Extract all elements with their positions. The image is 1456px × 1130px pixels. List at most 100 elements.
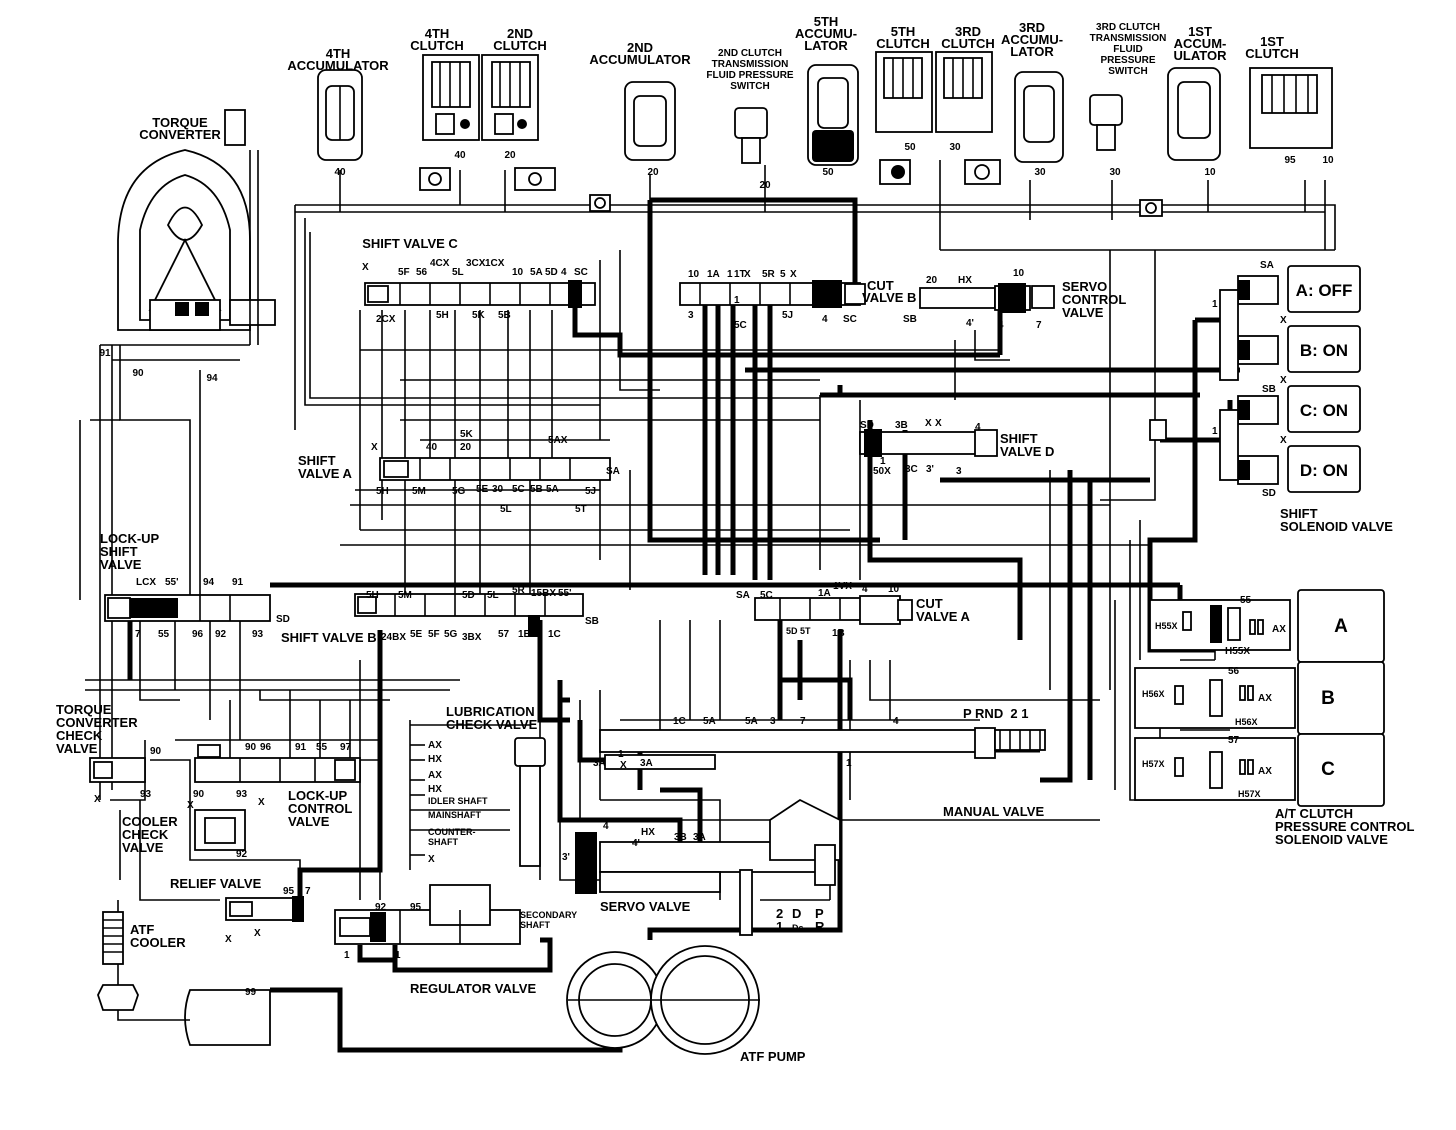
label-lockup-shift-2: SHIFT — [100, 544, 138, 559]
cva-port-1b: 1B — [832, 628, 845, 639]
clutch-2nd: 2ND CLUTCH 20 — [481, 26, 547, 161]
shift-valve-b: SHIFT VALVE B 5H 5M 5D 5L 5R 15BX 55' SB… — [281, 585, 599, 645]
mv-port-5a: 5A — [703, 716, 716, 727]
label-cut-valve-a-2: VALVE A — [916, 609, 971, 624]
port-50-a: 50 — [822, 167, 834, 178]
pcs-a-letter: A — [1334, 616, 1348, 637]
lockup-control-valve: LOCK-UP CONTROL VALVE 90 96 91 55 97 90 … — [187, 742, 361, 829]
sol-port-sb: SB — [1262, 384, 1276, 395]
sva-port-5j: 5J — [585, 486, 596, 497]
ccv-port-92: 92 — [236, 849, 248, 860]
label-2nd-switch-2: TRANSMISSION — [712, 59, 789, 70]
solenoid-b-state: B: ON — [1300, 341, 1348, 360]
sol-port-x2: X — [1280, 375, 1287, 386]
lube-idler: IDLER SHAFT — [428, 796, 488, 806]
sva-port-5t: 5T — [575, 504, 587, 515]
svb-port-55p: 55' — [558, 588, 572, 599]
pcs-b-ax: AX — [1258, 693, 1272, 704]
cvb-port-5r: 5R — [762, 269, 776, 280]
atf-filter: 99 — [97, 984, 271, 1046]
label-lockup-shift-1: LOCK-UP — [100, 531, 160, 546]
svc-port-3cx: 3CX — [466, 258, 486, 269]
svc-port-4: 4 — [561, 267, 567, 278]
cvb-port-10: 10 — [688, 269, 700, 280]
svd-port-x2: X — [935, 418, 942, 429]
gear-positions: P RND 2 1 — [963, 706, 1029, 721]
mv-port-4: 4 — [893, 716, 899, 727]
label-tc-check-1: TORQUE — [56, 702, 112, 717]
label-torque-converter-2: CONVERTER — [139, 127, 221, 142]
sol-port-1b: 1 — [1212, 426, 1218, 437]
svd-port-3b: 3B — [895, 420, 908, 431]
label-tc-check-3: CHECK — [56, 728, 103, 743]
label-2nd-switch-3: FLUID PRESSURE — [706, 70, 794, 81]
rv-port-x2: X — [254, 928, 261, 939]
lsv-port-55p: 55' — [165, 577, 179, 588]
lsv-port-lcx: LCX — [136, 577, 156, 588]
mv-port-3: 3 — [770, 716, 776, 727]
port-10-b: 10 — [1322, 155, 1334, 166]
accumulator-3rd: 3RD ACCUMU- LATOR 30 — [1001, 20, 1064, 178]
port-91-tc: 91 — [99, 348, 111, 359]
solenoid-state-box-b — [1287, 325, 1361, 373]
label-atf-cooler-1: ATF — [130, 922, 154, 937]
svb-port-1c: 1C — [548, 629, 561, 640]
lockup-shift-valve: LOCK-UP SHIFT VALVE LCX 55' 94 91 SD 7 5… — [100, 531, 290, 640]
label-3rd-accumulator-2: ACCUMU- — [1001, 32, 1063, 47]
sv-port-3b: 3B — [674, 832, 687, 843]
cva-port-10: 10 — [888, 584, 900, 595]
cvb-port-sc: SC — [843, 314, 857, 325]
pressure-control-solenoids: A B C 55 H55X AX H55X 56 H56X AX H56X 57… — [1134, 589, 1414, 847]
cut-valve-a: CUT VALVE A SA 5C 1A 1VX 4 10 5D 5T 1B — [736, 581, 971, 639]
svc-port-5a: 5A — [530, 267, 543, 278]
svb-port-5f: 5F — [428, 629, 440, 640]
lsv-port-sd: SD — [276, 614, 290, 625]
lsv-port-93: 93 — [252, 629, 264, 640]
lsv-port-91: 91 — [232, 577, 244, 588]
label-shift-valve-d-1: SHIFT — [1000, 431, 1038, 446]
torque-converter: TORQUE CONVERTER 91 90 94 — [99, 109, 276, 384]
filter-port-99: 99 — [245, 987, 257, 998]
lube-x: X — [428, 854, 435, 865]
label-servo-control-1: SERVO — [1062, 279, 1107, 294]
lever-d: D — [792, 906, 801, 921]
label-2nd-switch-1: 2ND CLUTCH — [718, 48, 782, 59]
sva-port-5l: 5L — [500, 504, 512, 515]
label-atf-cooler-2: COOLER — [130, 935, 186, 950]
cva-port-5t: 5T — [800, 626, 811, 636]
label-2nd-clutch-2: CLUTCH — [493, 38, 546, 53]
servo-valve: SERVO VALVE 4 HX 3B 3A 4' 3' 2 D P 1 Ds … — [562, 798, 841, 936]
sv-port-4: 4 — [603, 821, 609, 832]
label-1st-clutch-2: CLUTCH — [1245, 46, 1298, 61]
shift-valve-c: SHIFT VALVE C X 5F 56 4CX 5L 3CX 1CX 10 … — [362, 236, 596, 325]
label-cut-valve-b-1: CUT — [867, 278, 894, 293]
sva-port-40: 40 — [426, 442, 438, 453]
label-cooler-check-1: COOLER — [122, 814, 178, 829]
lever-1: 1 — [776, 919, 783, 934]
svc-port-5l: 5L — [452, 267, 464, 278]
pressure-switch-2nd: 2ND CLUTCH TRANSMISSION FLUID PRESSURE S… — [706, 48, 794, 191]
lsv-port-7: 7 — [135, 629, 141, 640]
pcs-b-letter: B — [1321, 688, 1335, 709]
label-3rd-clutch-2: CLUTCH — [941, 36, 994, 51]
label-3rd-clutch-1: 3RD — [955, 24, 981, 39]
reg-port-1: 1 — [344, 950, 350, 961]
lever-2: 2 — [776, 906, 783, 921]
svc-port-5h: 5H — [436, 310, 449, 321]
reg-port-92: 92 — [375, 902, 387, 913]
label-cut-valve-a-1: CUT — [916, 596, 943, 611]
svc-port-2cx: 2CX — [376, 314, 396, 325]
label-lockup-control-2: CONTROL — [288, 801, 352, 816]
solenoid-d-state: D: ON — [1300, 461, 1348, 480]
lube-counter-1: COUNTER- — [428, 827, 476, 837]
solenoid-state-box-c — [1287, 385, 1361, 433]
label-lubrication-2: CHECK VALVE — [446, 717, 538, 732]
shift-valve-d: SHIFT VALVE D SD 3B X X 4 1 50X 3C 3' 3 — [859, 418, 1054, 477]
cva-port-5c: 5C — [760, 590, 773, 601]
accumulator-4th: 4TH ACCUMULATOR 40 — [287, 46, 389, 178]
label-2nd-accumulator-1: 2ND — [627, 40, 653, 55]
clutch-1st: 1ST CLUTCH 95 10 — [1245, 34, 1334, 166]
tcc-port-93: 93 — [140, 789, 152, 800]
port-95-a: 95 — [1284, 155, 1296, 166]
